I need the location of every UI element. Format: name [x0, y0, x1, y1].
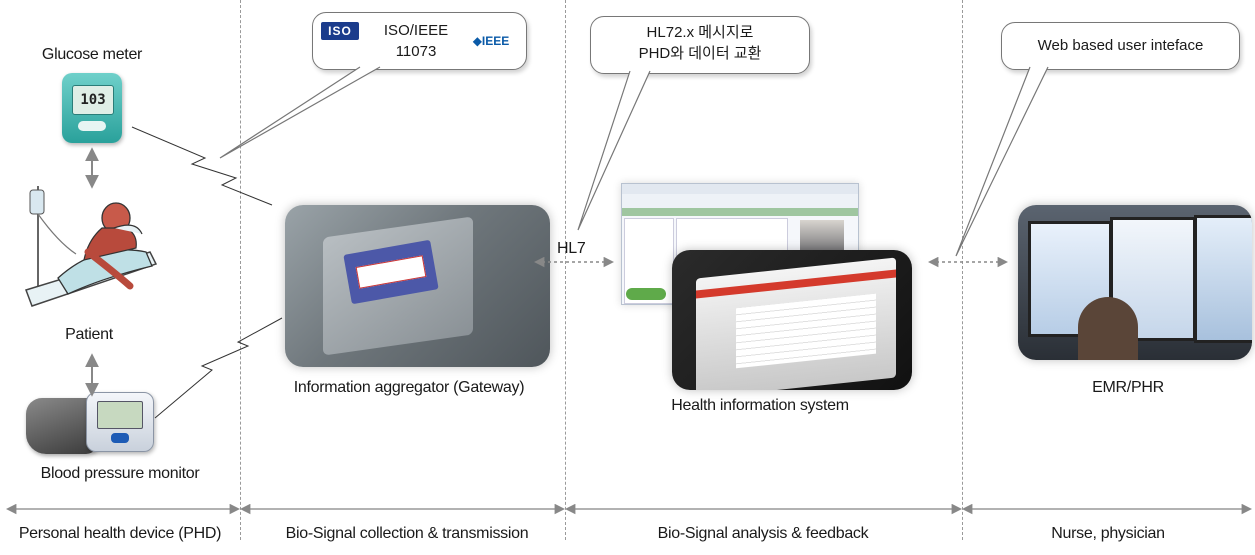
web-ui-callout: Web based user inteface: [1001, 22, 1240, 70]
patient-illustration: [25, 186, 158, 307]
gateway-photo: [285, 205, 550, 367]
emr-person: [1078, 297, 1138, 360]
hl7-callout-line2: PHD와 데이터 교환: [638, 45, 762, 62]
bp-monitor-button: [111, 433, 129, 443]
stage-label-analysis: Bio-Signal analysis & feedback: [657, 525, 869, 542]
iso-ieee-text-line1: ISO/IEEE: [383, 22, 449, 39]
his-label: Health information system: [671, 397, 849, 414]
divider-3: [962, 0, 963, 540]
glucose-wireless-signal: [131, 126, 273, 206]
stage-label-clinician: Nurse, physician: [1051, 525, 1165, 542]
stage-label-phd: Personal health device (PHD): [18, 525, 222, 542]
glucose-meter-label: Glucose meter: [41, 46, 143, 63]
iso-ieee-text-line2: 11073: [395, 43, 437, 60]
gateway-label: Information aggregator (Gateway): [293, 379, 525, 396]
emr-monitor-right: [1194, 215, 1252, 343]
glucose-meter-screen: 103: [72, 85, 114, 115]
hl7-label: HL7: [557, 240, 586, 257]
divider-1: [240, 0, 241, 540]
patient-body: [83, 202, 143, 290]
his-tab-bar: [622, 208, 858, 216]
bp-wireless-signal: [154, 317, 283, 419]
glucose-meter-buttons: [78, 121, 106, 131]
divider-2: [565, 0, 566, 540]
bp-monitor-image: [86, 392, 154, 452]
glucose-meter-image: 103: [62, 73, 122, 143]
iso-ieee-callout: ISO ISO/IEEE 11073 ◆IEEE: [312, 12, 527, 70]
ieee-logo: ◆IEEE: [472, 34, 510, 48]
iso-logo: ISO: [321, 22, 359, 40]
emr-photo: [1018, 205, 1252, 360]
his-logo: [626, 288, 666, 300]
patient-label: Patient: [65, 326, 113, 343]
hl7-message-callout: HL72.x 메시지로 PHD와 데이터 교환: [590, 16, 810, 74]
stage-label-collection: Bio-Signal collection & transmission: [285, 525, 529, 542]
iv-stand: [29, 186, 77, 302]
his-tablet-photo: [672, 250, 912, 390]
his-toolbar: [622, 194, 858, 208]
his-menu-bar: [622, 184, 858, 194]
hl7-callout-line1: HL72.x 메시지로: [646, 24, 754, 41]
iso-callout-tail: [219, 66, 381, 159]
web-callout-tail: [955, 66, 1049, 257]
hl7-callout-tail: [577, 70, 651, 231]
bp-monitor-screen: [97, 401, 143, 429]
bp-monitor-label: Blood pressure monitor: [40, 465, 200, 482]
emr-label: EMR/PHR: [1092, 379, 1164, 396]
web-ui-callout-text: Web based user inteface: [1037, 37, 1204, 54]
